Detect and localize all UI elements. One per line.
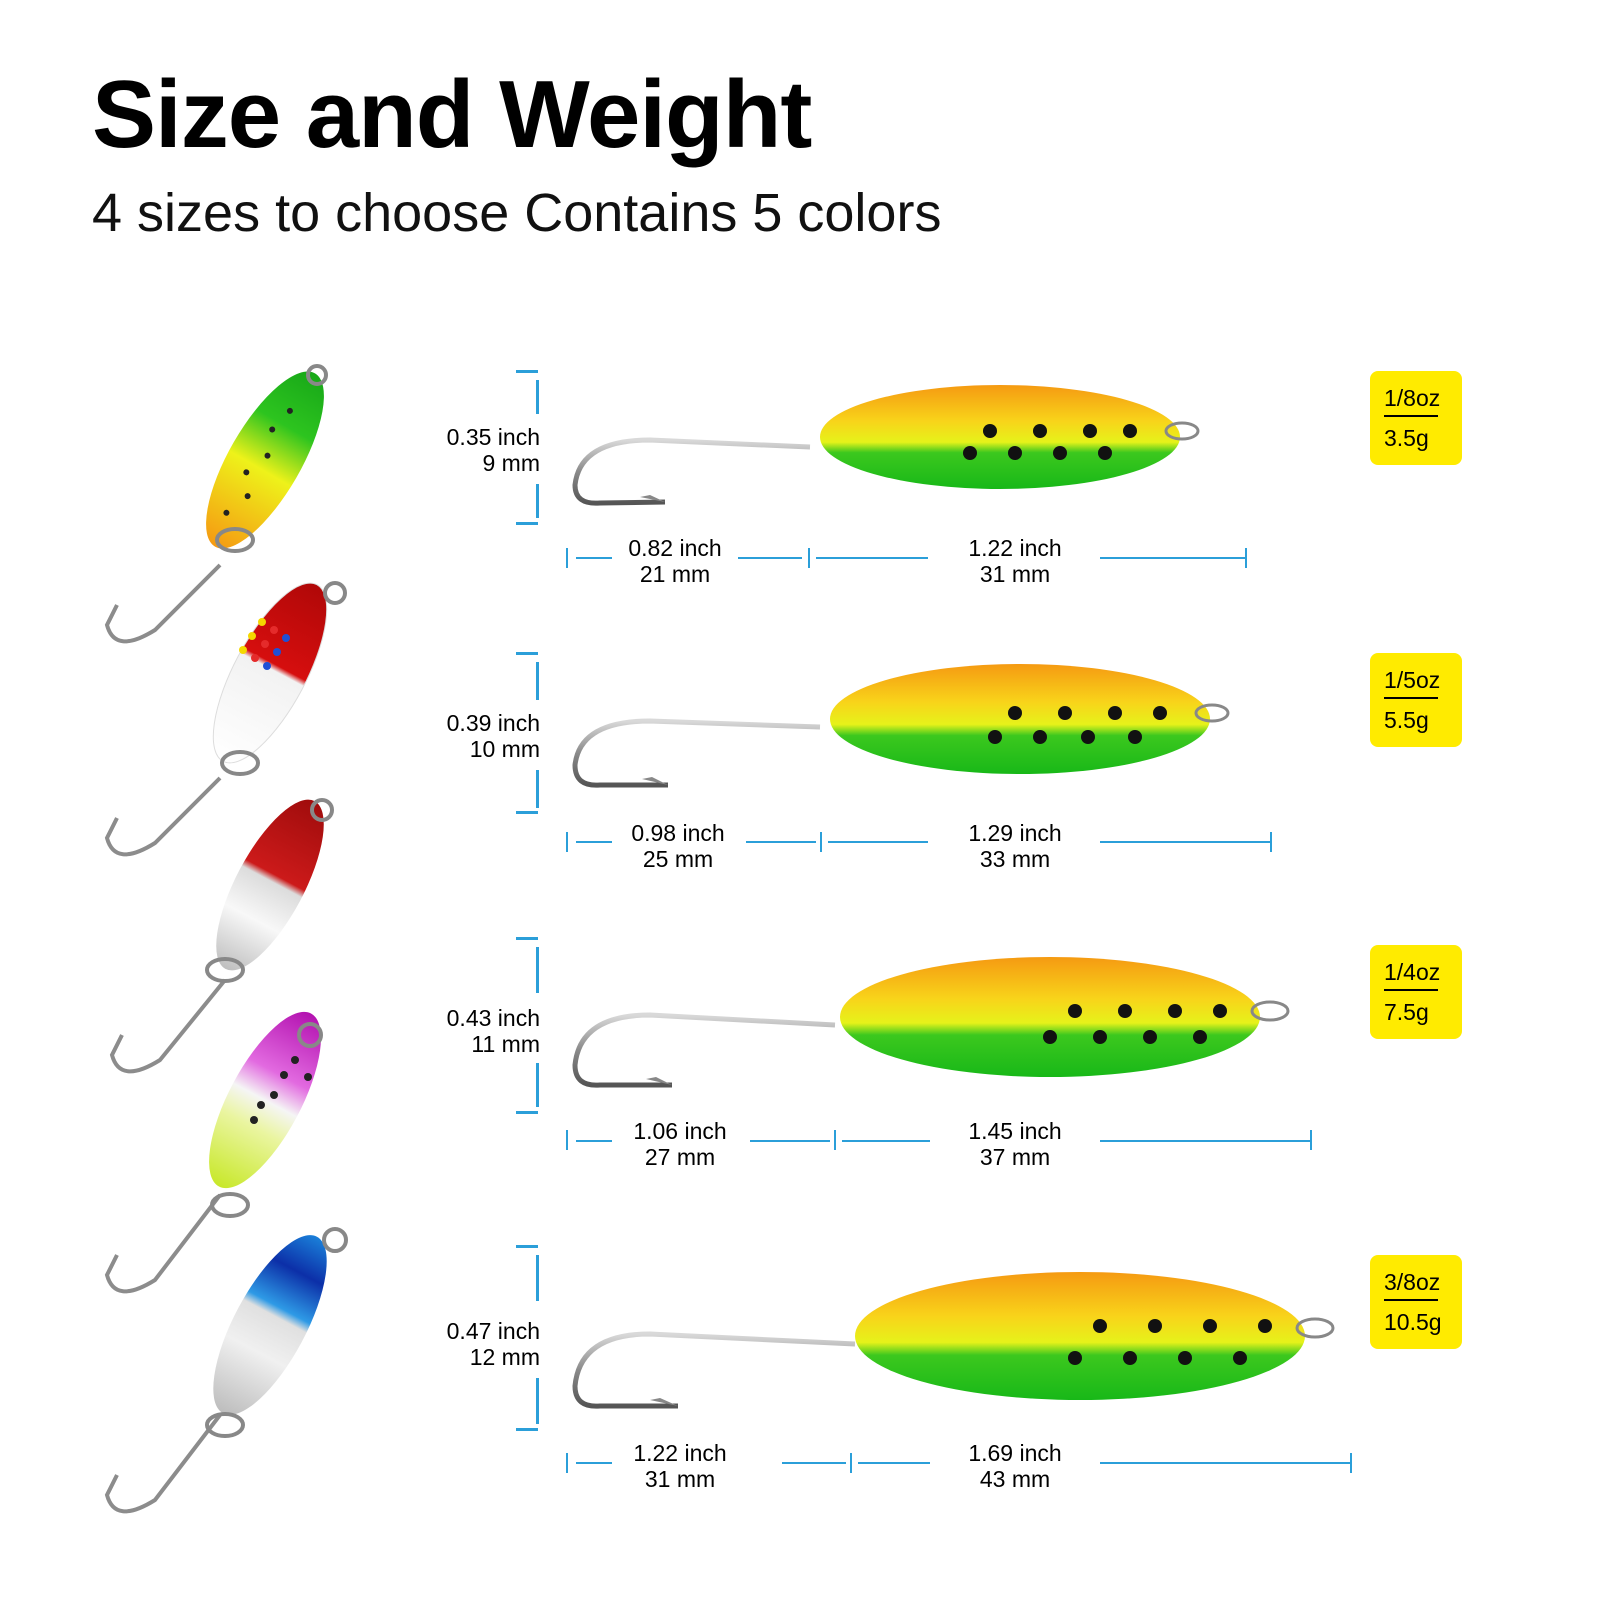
page-subtitle: 4 sizes to choose Contains 5 colors [92, 183, 942, 243]
color-variant-fire-tiger [95, 364, 355, 665]
weight-badge: 1/4oz 7.5g [1370, 945, 1462, 1039]
lure-image-size-4 [570, 1270, 1350, 1425]
weight-badge: 1/8oz 3.5g [1370, 371, 1462, 465]
color-variant-white-red [95, 578, 355, 878]
lure-image-size-1 [570, 385, 1240, 520]
page-title: Size and Weight [92, 61, 812, 168]
lure-image-size-2 [570, 664, 1270, 800]
lure-image-size-3 [570, 955, 1310, 1100]
weight-badge: 1/5oz 5.5g [1370, 653, 1462, 747]
color-variant-silver-red [100, 795, 360, 1095]
weight-badge: 3/8oz 10.5g [1370, 1255, 1462, 1349]
color-variant-silver-blue [95, 1225, 355, 1525]
color-variant-chartreuse-pink [95, 1005, 355, 1305]
